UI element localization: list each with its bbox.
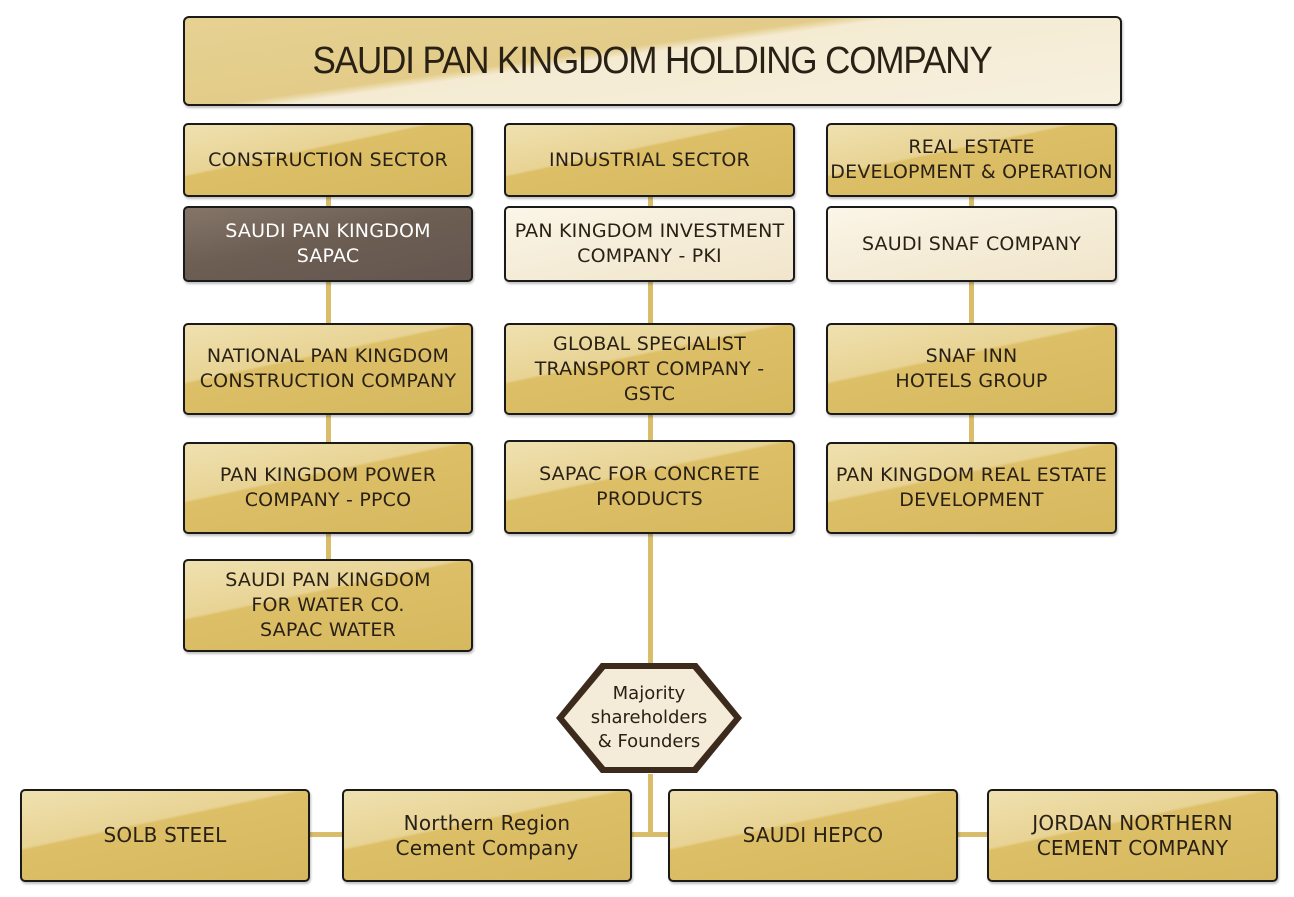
affiliate-jordan-northern-cement: JORDAN NORTHERN CEMENT COMPANY — [987, 789, 1278, 882]
company-gstc: GLOBAL SPECIALIST TRANSPORT COMPANY - GS… — [504, 323, 795, 415]
connector-realestate — [969, 196, 974, 446]
connector-industrial — [648, 196, 653, 670]
affiliate-saudi-hepco: SAUDI HEPCO — [668, 789, 958, 882]
affiliate-northern-region-cement: Northern Region Cement Company — [342, 789, 632, 882]
page-title: SAUDI PAN KINGDOM HOLDING COMPANY — [312, 39, 993, 82]
sector-header-real-estate: REAL ESTATE DEVELOPMENT & OPERATION — [826, 123, 1117, 197]
company-sapac: SAUDI PAN KINGDOM SAPAC — [183, 206, 473, 282]
connector-bottom-horizontal — [308, 832, 990, 837]
company-pki: PAN KINGDOM INVESTMENT COMPANY - PKI — [504, 206, 795, 282]
shareholders-label: Majority shareholders & Founders — [590, 683, 708, 752]
hexagon-shape — [556, 663, 742, 773]
sector-header-construction: CONSTRUCTION SECTOR — [183, 123, 473, 197]
company-pan-kingdom-real-estate: PAN KINGDOM REAL ESTATE DEVELOPMENT — [826, 442, 1117, 534]
connector-shareholders-down — [648, 774, 653, 836]
sector-header-industrial: INDUSTRIAL SECTOR — [504, 123, 795, 197]
holding-company-title-box: SAUDI PAN KINGDOM HOLDING COMPANY — [183, 16, 1122, 106]
shareholders-hexagon: Majority shareholders & Founders — [553, 660, 745, 776]
company-sapac-water: SAUDI PAN KINGDOM FOR WATER CO. SAPAC WA… — [183, 559, 473, 652]
company-saudi-snaf: SAUDI SNAF COMPANY — [826, 206, 1117, 282]
company-snaf-inn: SNAF INN HOTELS GROUP — [826, 323, 1117, 415]
affiliate-solb-steel: SOLB STEEL — [20, 789, 310, 882]
company-pan-kingdom-power: PAN KINGDOM POWER COMPANY - PPCO — [183, 442, 473, 534]
company-sapac-concrete: SAPAC FOR CONCRETE PRODUCTS — [504, 440, 795, 534]
company-national-pan-kingdom-construction: NATIONAL PAN KINGDOM CONSTRUCTION COMPAN… — [183, 323, 473, 415]
